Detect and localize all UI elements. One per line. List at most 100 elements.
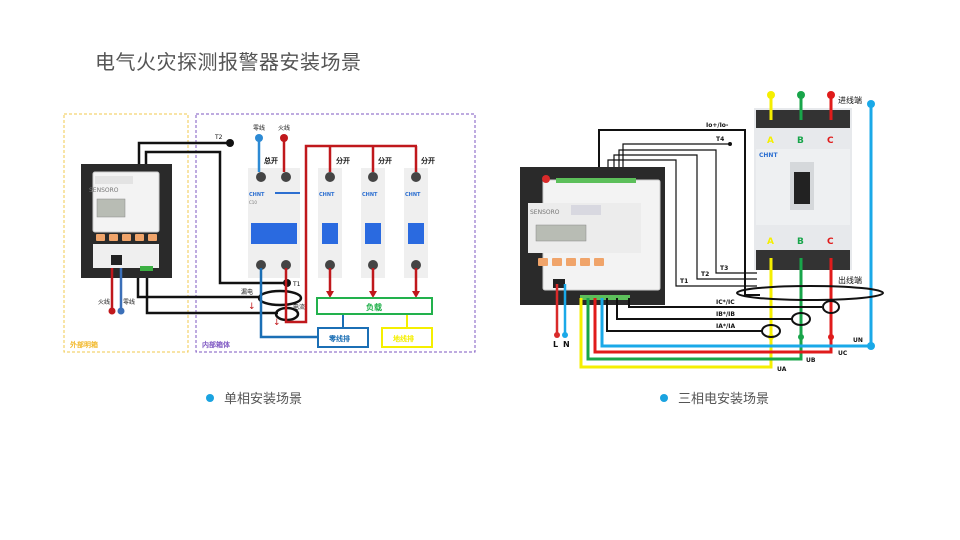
phase-b-inlet <box>797 91 805 99</box>
phase-c-inlet <box>827 91 835 99</box>
leakage-label: 漏电 <box>241 288 253 296</box>
main-breaker-brand: CHNT <box>249 192 265 198</box>
three-phase-diagram: Io+/Io- T4 T3 T2 T1 SENSORO <box>520 91 884 373</box>
t1-label-3p: T1 <box>680 278 688 285</box>
branch-2-brand: CHNT <box>362 192 378 198</box>
io-wire <box>598 129 760 296</box>
branch-breaker-2 <box>361 168 385 278</box>
branch-breaker-3 <box>404 168 428 278</box>
load-box <box>316 297 433 315</box>
phase-b-wire <box>586 95 803 361</box>
neutral-wire-3p <box>600 104 873 348</box>
outlet-label: 出线端 <box>838 275 862 285</box>
t1-wire-3p <box>607 159 757 287</box>
un-label: UN <box>853 337 863 344</box>
main-switch-label: 总开 <box>264 156 278 165</box>
neutral-inlet <box>867 100 875 108</box>
phase-c-top: C <box>827 136 834 146</box>
page-title: 电气火灾探测报警器安装场景 <box>95 50 362 74</box>
leakage-arrow: ↓ <box>248 302 256 312</box>
t2-label-3p: T2 <box>701 271 709 278</box>
t3-wire <box>618 149 757 274</box>
ic-ct <box>822 300 840 314</box>
l-terminal <box>554 332 560 338</box>
branch-out-wires <box>328 268 418 293</box>
neutral-bar-label: 零线排 <box>328 334 350 343</box>
n-label: N <box>563 340 570 349</box>
branch-1-brand: CHNT <box>319 192 335 198</box>
main-neutral-out-wire <box>259 268 318 339</box>
t2-label: T2 <box>214 134 223 141</box>
outer-box <box>63 113 189 353</box>
ic-label: IC*/IC <box>716 299 735 306</box>
ua-label: UA <box>777 366 787 373</box>
phase-a-wire <box>579 95 773 369</box>
phase-b-top: B <box>797 136 804 146</box>
single-phase-detector-device: SENSORO <box>81 164 172 278</box>
ia-label: IA*/IA <box>716 323 735 330</box>
phase-c-bottom: C <box>827 237 834 247</box>
phase-b-bottom: B <box>797 237 804 247</box>
leakage-ct <box>257 289 303 307</box>
breaker-brand-3p: CHNT <box>759 152 778 159</box>
main-breaker <box>248 168 300 278</box>
load-label: 负载 <box>366 302 382 312</box>
branch-arrowheads <box>326 291 420 298</box>
branch-feed-wires <box>328 146 418 172</box>
earth-bar-box <box>381 327 433 348</box>
phase-a-inlet <box>767 91 775 99</box>
ub-node <box>798 334 804 340</box>
ib-ct <box>791 312 811 326</box>
three-phase-caption: 三相电安装场景 <box>660 388 769 407</box>
incoming-neutral-label: 零线 <box>253 124 265 132</box>
main-live-out-wire <box>284 144 417 324</box>
outer-box-label: 外部明箱 <box>70 340 98 349</box>
branch-breaker-1 <box>318 168 342 278</box>
ia-wire <box>606 298 762 332</box>
branch-2-label: 分开 <box>378 156 392 165</box>
device-brand: SENSORO <box>89 187 119 194</box>
ib-wire <box>616 298 792 320</box>
three-phase-device-brand: SENSORO <box>530 209 560 216</box>
single-phase-diagram: 外部明箱 内部箱体 T2 T1 漏电 电流 ↓ ↓ SENSORO <box>63 113 476 353</box>
ic-wire <box>628 298 822 308</box>
single-phase-caption-text: 单相安装场景 <box>224 392 303 407</box>
neutral-bar-box <box>317 327 369 348</box>
t4-label: T4 <box>716 136 724 143</box>
incoming-live-terminal <box>280 134 288 142</box>
t3-label: T3 <box>720 265 728 272</box>
earth-bar-label: 地线排 <box>393 334 414 343</box>
t1-wire <box>144 150 287 285</box>
ia-ct <box>761 324 781 338</box>
inner-box <box>195 113 476 353</box>
n-terminal <box>562 332 568 338</box>
three-phase-breaker <box>754 108 852 270</box>
three-phase-detector-device: SENSORO <box>520 167 665 305</box>
current-arrow: ↓ <box>273 318 281 328</box>
uc-label: UC <box>838 350 848 357</box>
incoming-neutral-terminal <box>255 134 263 142</box>
device-neutral-terminal <box>117 307 125 315</box>
neutral-outlet <box>867 342 875 350</box>
phase-c-wire <box>593 95 833 354</box>
inlet-label: 进线端 <box>838 95 862 105</box>
branch-3-label: 分开 <box>421 156 435 165</box>
device-live-label: 火线 <box>98 298 110 306</box>
main-breaker-rating: C10 <box>249 200 257 205</box>
t4-node <box>728 142 732 146</box>
leakage-wire <box>136 272 262 299</box>
bullet-icon <box>660 393 668 402</box>
incoming-live-label: 火线 <box>278 124 290 132</box>
residual-ct <box>736 285 884 301</box>
t1-label: T1 <box>292 281 301 288</box>
phase-a-top: A <box>767 136 774 146</box>
branch-1-label: 分开 <box>336 156 350 165</box>
branch-3-brand: CHNT <box>405 192 421 198</box>
ib-label: IB*/IB <box>716 311 735 318</box>
current-label: 电流 <box>293 303 305 311</box>
t2-node <box>226 139 234 147</box>
io-label: Io+/Io- <box>706 122 729 129</box>
t4-wire <box>622 143 730 178</box>
phase-a-bottom: A <box>767 237 774 247</box>
